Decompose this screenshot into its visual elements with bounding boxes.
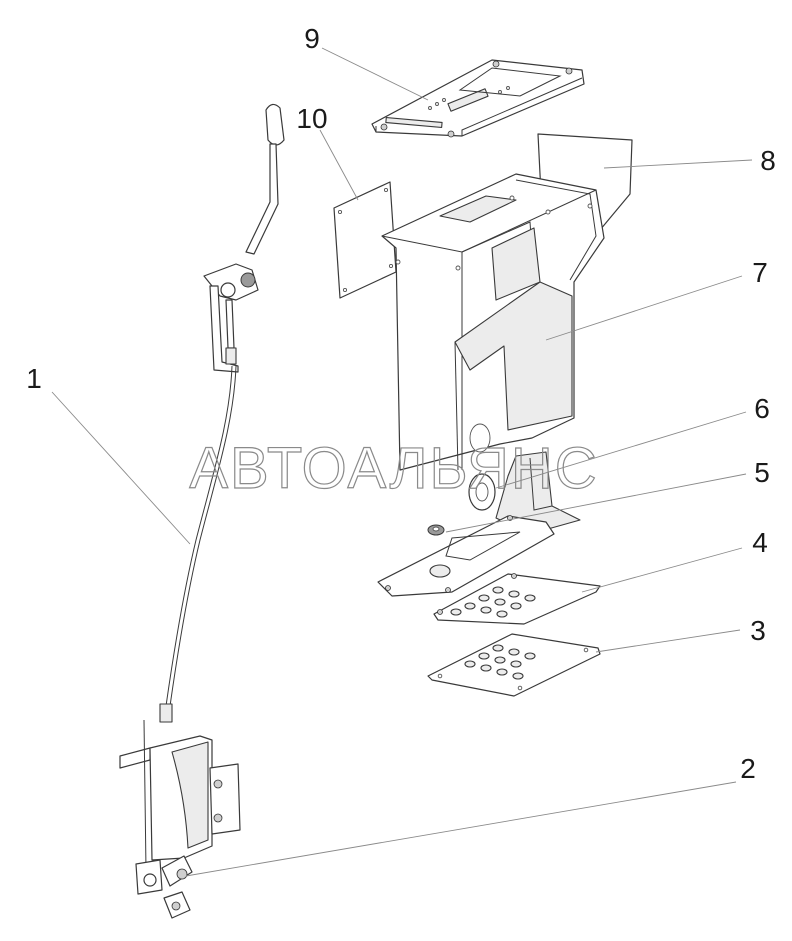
part-3-holes bbox=[464, 644, 536, 680]
callout-1: 1 bbox=[26, 363, 42, 394]
leader-9 bbox=[321, 47, 429, 101]
callout-6: 6 bbox=[754, 393, 770, 424]
leader-5 bbox=[445, 473, 747, 533]
part-7-housing bbox=[381, 173, 605, 471]
part-6-bracket bbox=[468, 451, 581, 535]
part-2-lower-bracket bbox=[135, 719, 241, 919]
part-9-top-plate bbox=[371, 59, 585, 138]
part-1-gear-lever bbox=[119, 103, 285, 769]
leader-2 bbox=[185, 781, 737, 877]
leader-lines bbox=[51, 47, 753, 877]
callout-4: 4 bbox=[752, 527, 768, 558]
watermark-text: АВТОАЛЬЯНС bbox=[189, 436, 598, 501]
callout-5: 5 bbox=[754, 457, 770, 488]
callout-9: 9 bbox=[304, 23, 320, 54]
leader-10 bbox=[319, 129, 359, 201]
part-4-perforated-plate bbox=[433, 573, 601, 625]
leader-3 bbox=[595, 629, 741, 653]
leader-4 bbox=[581, 547, 743, 593]
part-10-side-gasket bbox=[333, 181, 397, 299]
callout-7: 7 bbox=[752, 257, 768, 288]
callout-8: 8 bbox=[760, 145, 776, 176]
callout-2: 2 bbox=[740, 753, 756, 784]
callout-numbers: 1 2 3 4 5 6 7 8 9 10 bbox=[26, 23, 776, 784]
leader-8 bbox=[603, 159, 753, 169]
leader-1 bbox=[51, 391, 191, 545]
part-5-base-plate bbox=[377, 515, 555, 597]
part-4-holes bbox=[450, 586, 536, 618]
leader-6 bbox=[495, 411, 747, 489]
callout-10: 10 bbox=[296, 103, 327, 134]
callout-3: 3 bbox=[750, 615, 766, 646]
leader-7 bbox=[545, 275, 743, 341]
part-3-lower-plate bbox=[427, 633, 601, 697]
